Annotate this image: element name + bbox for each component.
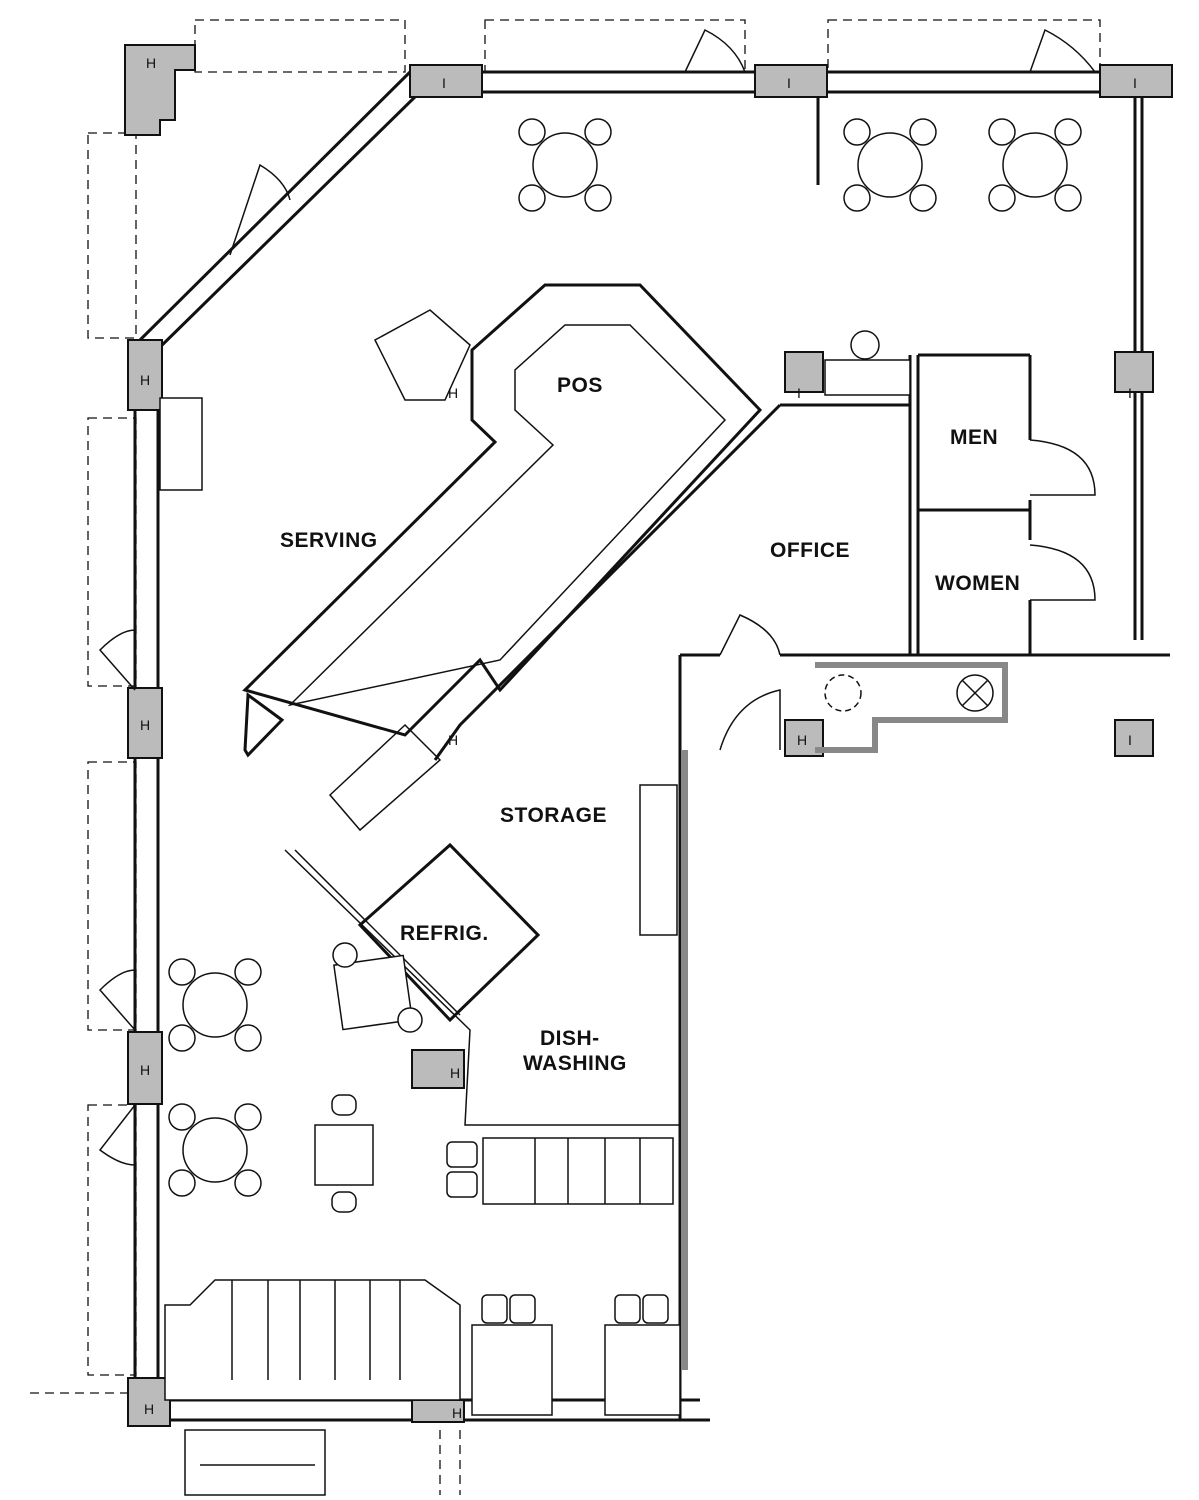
round-table: [168, 1103, 262, 1197]
room-label-washing: WASHING: [523, 1052, 627, 1075]
column-marker: H: [140, 372, 150, 388]
chair: [518, 118, 546, 146]
chair: [843, 118, 871, 146]
column-marker: I: [442, 75, 446, 91]
room-label-serving: SERVING: [280, 529, 378, 552]
column-marker: H: [797, 732, 807, 748]
room-labels: POS SERVING OFFICE MEN WOMEN STORAGE REF…: [280, 374, 1020, 1075]
column-marker: H: [452, 1405, 462, 1421]
interior-walls: [284, 353, 1170, 1420]
kitchen-equipment: [164, 674, 994, 1416]
table-top: [182, 1117, 248, 1183]
column-marker: I: [1133, 75, 1137, 91]
chair: [168, 1103, 196, 1131]
chair: [168, 1024, 196, 1052]
columns: [124, 44, 1173, 1427]
chair: [234, 1169, 262, 1197]
chair: [234, 958, 262, 986]
room-label-refrig: REFRIG.: [400, 922, 489, 945]
room-label-women: WOMEN: [935, 572, 1020, 595]
chair: [234, 1024, 262, 1052]
column-marker: H: [140, 1062, 150, 1078]
room-label-dish: DISH-: [540, 1027, 600, 1050]
exterior-walls: [133, 70, 1160, 1422]
round-table: [988, 118, 1082, 212]
round-table: [843, 118, 937, 212]
chair: [584, 184, 612, 212]
chair: [988, 118, 1016, 146]
chair: [518, 184, 546, 212]
table-top: [1002, 132, 1068, 198]
dining-tables: [168, 118, 1082, 1197]
column-marker: H: [140, 717, 150, 733]
chair: [909, 118, 937, 146]
chair: [584, 118, 612, 146]
table-top: [532, 132, 598, 198]
column-marker: H: [448, 385, 458, 401]
bar-counter: [159, 283, 763, 832]
column-marker: I: [787, 75, 791, 91]
square-tables: [314, 330, 880, 1213]
round-table: [168, 958, 262, 1052]
chair: [909, 184, 937, 212]
column-marker: I: [1128, 385, 1132, 401]
chair: [234, 1103, 262, 1131]
table-top: [182, 972, 248, 1038]
table-top: [857, 132, 923, 198]
doors: [98, 28, 1096, 1166]
column-marker: I: [1128, 732, 1132, 748]
chair: [988, 184, 1016, 212]
dashed-outlines: [30, 19, 1101, 1495]
chair: [168, 958, 196, 986]
column-marker: I: [797, 385, 801, 401]
round-table: [518, 118, 612, 212]
column-marker: H: [144, 1401, 154, 1417]
chair: [1054, 184, 1082, 212]
room-label-storage: STORAGE: [500, 804, 607, 827]
column-marker: H: [448, 732, 458, 748]
room-label-office: OFFICE: [770, 539, 850, 562]
entry-steps: [184, 1429, 326, 1496]
room-label-pos: POS: [557, 374, 603, 397]
column-marker: H: [450, 1065, 460, 1081]
column-marker: H: [146, 55, 156, 71]
chair: [1054, 118, 1082, 146]
chair: [168, 1169, 196, 1197]
walk-in-refrigerator: [357, 842, 541, 1023]
chair: [843, 184, 871, 212]
room-label-men: MEN: [950, 426, 998, 449]
